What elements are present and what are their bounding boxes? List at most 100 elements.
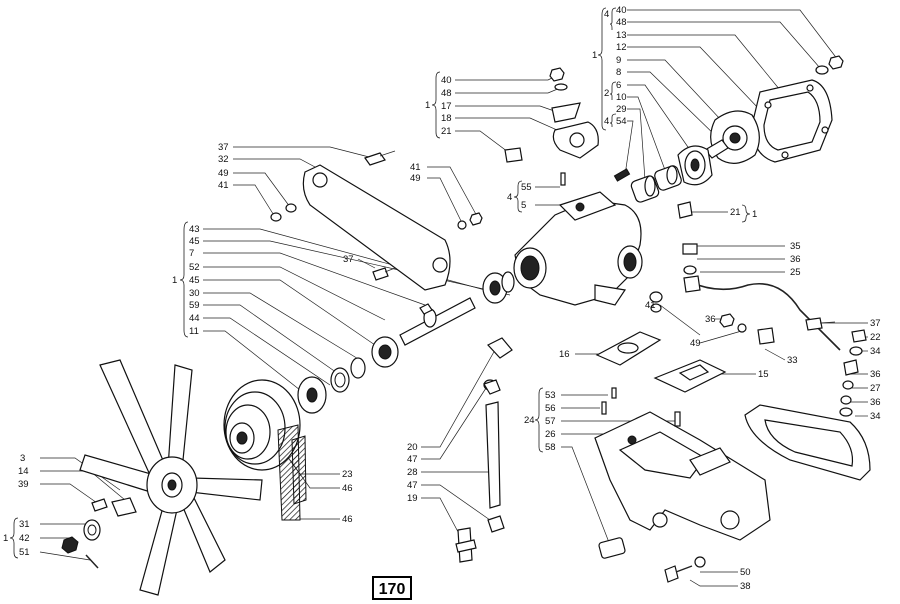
callout-label-l13: 13: [616, 30, 627, 41]
pulley-hub: [297, 376, 327, 414]
callout-label-l20: 20: [407, 442, 418, 453]
callout-label-l59: 59: [189, 300, 200, 311]
callout-label-l46a: 46: [342, 483, 353, 494]
callout-label-l49c: 49: [690, 338, 701, 349]
group-mark-g1c: 1: [752, 209, 757, 220]
water-pump-housing: [513, 172, 693, 306]
group-mark-g1e: 1: [3, 533, 8, 544]
callout-label-l57: 57: [545, 416, 556, 427]
callout-label-l37a: 37: [218, 142, 229, 153]
group-mark-g1d: 1: [172, 275, 177, 286]
callout-label-l41b: 41: [410, 162, 421, 173]
callout-label-l38: 38: [740, 581, 751, 592]
page-number-box: 170: [372, 576, 412, 600]
callout-label-l16: 16: [559, 349, 570, 360]
callout-label-l30: 30: [189, 288, 200, 299]
callout-label-l34b: 34: [870, 411, 881, 422]
support-bracket: [594, 387, 771, 559]
callout-label-l10: 10: [616, 92, 627, 103]
group-mark-g4b: 4: [604, 116, 609, 127]
callout-label-l36d: 36: [870, 397, 881, 408]
callout-label-l9: 9: [616, 55, 621, 66]
callout-label-l5: 5: [521, 200, 526, 211]
plates: [595, 331, 727, 393]
callout-label-l3: 3: [20, 453, 25, 464]
callout-label-l47b: 47: [407, 480, 418, 491]
nuts-washers: [549, 55, 844, 91]
callout-label-l26: 26: [545, 429, 556, 440]
water-pump-cover: [704, 110, 760, 164]
impeller: [677, 145, 713, 186]
callout-label-l7: 7: [189, 248, 194, 259]
callout-label-l11: 11: [189, 326, 199, 337]
callout-label-l29: 29: [616, 104, 627, 115]
callout-label-l48b: 48: [441, 88, 452, 99]
callout-label-l48a: 48: [616, 17, 627, 28]
callout-label-l31: 31: [19, 519, 30, 530]
callout-label-l45b: 45: [189, 275, 200, 286]
callout-label-l43: 43: [189, 224, 200, 235]
callout-label-l6: 6: [616, 80, 621, 91]
grouping-braces: [9, 7, 751, 559]
callout-label-l44: 44: [189, 313, 200, 324]
callout-label-l54: 54: [616, 116, 627, 127]
callout-label-l41c: 41: [645, 300, 656, 311]
callout-label-l12: 12: [616, 42, 627, 53]
callout-label-l40b: 40: [441, 75, 452, 86]
group-mark-g1a: 1: [592, 50, 597, 61]
callout-label-l51: 51: [19, 547, 30, 558]
callout-label-l42: 42: [19, 533, 30, 544]
callout-label-l18: 18: [441, 113, 452, 124]
callout-label-l55: 55: [521, 182, 532, 193]
bracket-gasket: [744, 404, 871, 481]
v-belts: [277, 424, 307, 521]
callout-label-l14: 14: [18, 466, 29, 477]
callout-label-l47a: 47: [407, 454, 418, 465]
callout-labels: 4048131298610295440481718213732494141495…: [18, 5, 881, 592]
callout-label-l45a: 45: [189, 236, 200, 247]
callout-label-l52: 52: [189, 262, 200, 273]
outlet-flange: [504, 102, 599, 163]
callout-label-l37b: 37: [343, 254, 354, 265]
group-mark-g2: 2: [604, 88, 609, 99]
seal-rings: [613, 165, 682, 203]
mounting-bracket: [270, 150, 483, 291]
callout-label-l22: 22: [870, 332, 881, 343]
callout-label-l40a: 40: [616, 5, 627, 16]
bolt-washer: [664, 556, 706, 583]
callout-label-l46b: 46: [342, 514, 353, 525]
group-mark-g1b: 1: [425, 100, 430, 111]
callout-label-l28: 28: [407, 467, 418, 478]
pump-shaft-bearings: [330, 271, 515, 393]
callout-label-l36b: 36: [705, 314, 716, 325]
callout-label-l32: 32: [218, 154, 229, 165]
callout-label-l27: 27: [870, 383, 881, 394]
callout-label-l36a: 36: [790, 254, 801, 265]
callout-label-l25: 25: [790, 267, 801, 278]
callout-label-l21a: 21: [441, 126, 452, 137]
callout-label-l41a: 41: [218, 180, 229, 191]
callout-label-l34a: 34: [870, 346, 881, 357]
group-mark-g24: 24: [524, 415, 535, 426]
callout-label-l39: 39: [18, 479, 29, 490]
bleed-pipe: [649, 243, 867, 417]
water-pump-cover-gasket: [751, 79, 833, 163]
callout-label-l49a: 49: [218, 168, 229, 179]
callout-label-l37c: 37: [870, 318, 881, 329]
coolant-tube: [455, 337, 513, 563]
callout-label-l8: 8: [616, 67, 621, 78]
callout-label-l56: 56: [545, 403, 556, 414]
group-mark-g4c: 4: [507, 192, 512, 203]
callout-label-l17: 17: [441, 101, 452, 112]
callout-label-l33: 33: [787, 355, 798, 366]
callout-label-l21b: 21: [730, 207, 741, 218]
callout-label-l15: 15: [758, 369, 769, 380]
cooling-fan: [79, 359, 263, 596]
callout-label-l35: 35: [790, 241, 801, 252]
fan-nut-washer: [61, 519, 101, 569]
group-mark-g4a: 4: [604, 9, 609, 20]
page-number: 170: [379, 581, 406, 598]
callout-label-l53: 53: [545, 390, 556, 401]
